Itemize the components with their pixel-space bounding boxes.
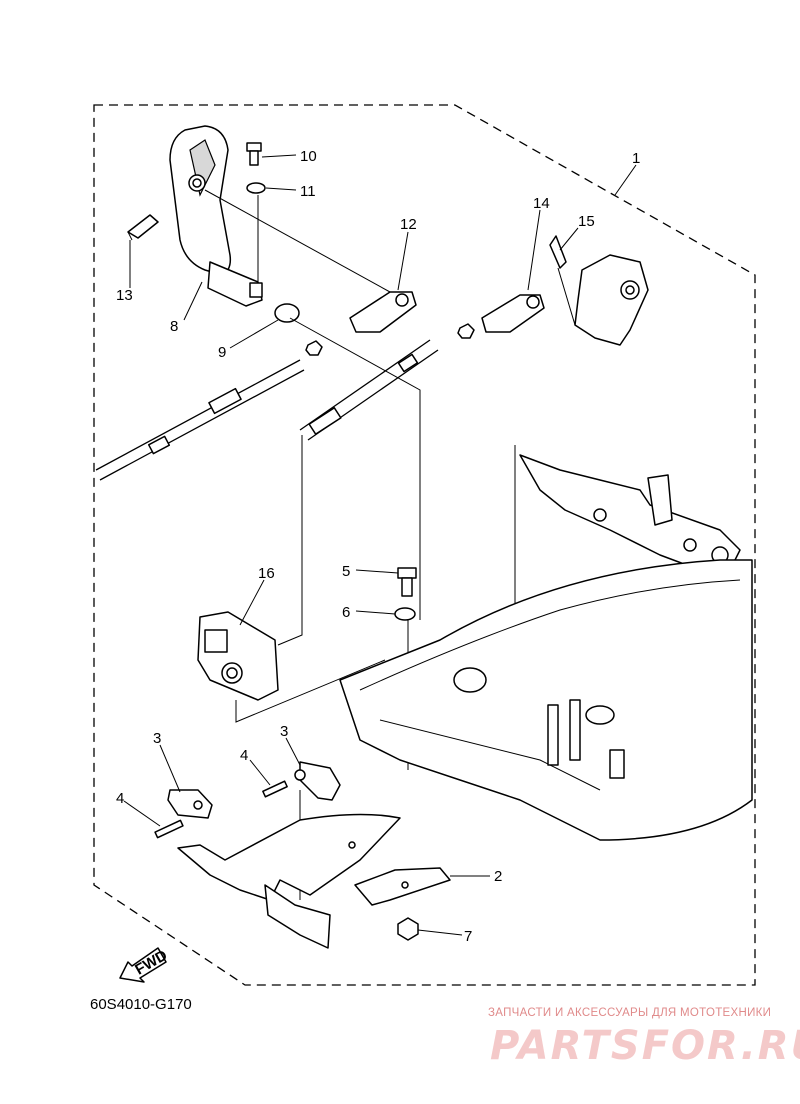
part-3-retainer-right [294,761,341,801]
callout-4-right: 4 [240,747,248,764]
part-7-nut [397,917,419,941]
part-6-washer [394,607,416,621]
part-16-cover [197,611,279,701]
callout-12: 12 [400,216,417,233]
callout-5: 5 [342,563,350,580]
fwd-arrow-label: FWD [132,947,170,979]
callout-11: 11 [300,183,316,200]
callout-6: 6 [342,604,350,621]
shift-lever-bracket [574,254,649,346]
part-4-pin-left [154,819,184,839]
callout-13: 13 [116,287,133,304]
part-10-bolt [246,142,262,166]
part-4-pin-right [262,780,288,798]
part-12-cable-joint [349,291,417,333]
part-5-bolt [397,567,417,597]
part-8-control-lever [169,125,263,307]
callout-3-left: 3 [153,730,161,747]
callout-16: 16 [258,565,275,582]
part-13-clip [127,214,159,241]
part-14-cable-joint [481,294,545,333]
callout-14: 14 [533,195,550,212]
watermark-tagline: ЗАПЧАСТИ И АКСЕССУАРЫ ДЛЯ МОТОТЕХНИКИ [488,1007,772,1019]
diagram-code: 60S4010-G170 [90,996,192,1013]
assembly-boundary [93,104,756,986]
cable-nut-left [305,340,323,356]
callout-8: 8 [170,318,178,335]
part-2-bracket [177,813,451,949]
part-11-washer [246,182,266,194]
watermark-logo: PARTSFOR.RU [490,1023,800,1069]
cable-nut-right [457,323,475,339]
callout-2: 2 [494,868,502,885]
part-9-o-ring [274,303,300,323]
shift-rod-assembly [519,454,741,571]
callout-4-left: 4 [116,790,124,807]
callout-7: 7 [464,928,472,945]
callout-1: 1 [632,150,640,167]
part-3-retainer-left [167,789,213,819]
callout-3-right: 3 [280,723,288,740]
part-15-clip [549,235,567,269]
callout-leaders [123,154,637,936]
callout-15: 15 [578,213,595,230]
callout-10: 10 [300,148,317,165]
fwd-arrow: FWD [119,947,170,983]
control-cables [95,339,439,481]
bottom-cowling [339,559,753,841]
callout-9: 9 [218,344,226,361]
